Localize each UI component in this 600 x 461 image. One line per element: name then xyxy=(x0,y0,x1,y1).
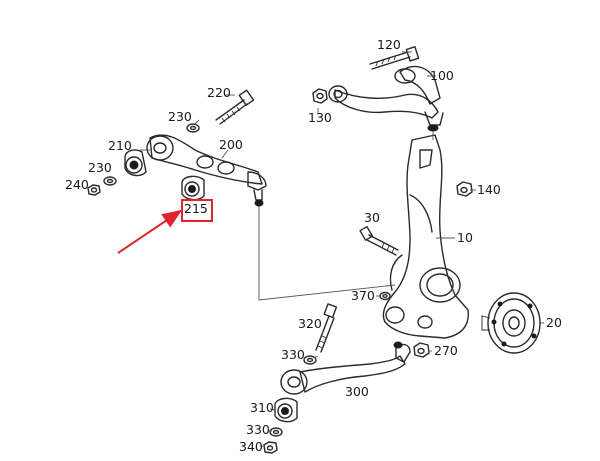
label-130: 130 xyxy=(308,110,332,125)
nut-240 xyxy=(87,184,101,196)
wheel-hub-20 xyxy=(481,292,541,354)
nut-140 xyxy=(456,181,473,197)
label-310: 310 xyxy=(250,400,274,415)
label-140: 140 xyxy=(477,182,501,197)
label-230-upper: 230 xyxy=(168,109,192,124)
lower-control-arm-200 xyxy=(146,134,267,207)
label-120: 120 xyxy=(377,37,401,52)
bolt-220 xyxy=(215,89,255,125)
nut-270 xyxy=(413,342,430,358)
highlight-arrow xyxy=(117,209,183,254)
label-20: 20 xyxy=(546,315,562,330)
washer-230-lower xyxy=(103,176,117,186)
highlight-annotation xyxy=(117,199,213,254)
label-230-lower: 230 xyxy=(88,160,112,175)
bushing-210 xyxy=(124,149,147,177)
lower-control-arm-300 xyxy=(280,341,411,395)
steering-knuckle-10 xyxy=(382,134,469,339)
label-270: 270 xyxy=(434,343,458,358)
label-300: 300 xyxy=(345,384,369,399)
label-220: 220 xyxy=(207,85,231,100)
bolt-30 xyxy=(359,225,399,256)
upper-control-arm-100 xyxy=(328,65,444,132)
label-10: 10 xyxy=(457,230,473,245)
label-30: 30 xyxy=(364,210,380,225)
washer-330-lower xyxy=(269,427,283,437)
bushing-310 xyxy=(274,397,298,423)
label-330-upper: 330 xyxy=(281,347,305,362)
label-215: 215 xyxy=(184,201,208,216)
label-100: 100 xyxy=(430,68,454,83)
bolt-120 xyxy=(369,46,420,70)
leader-lines xyxy=(140,51,544,447)
label-210: 210 xyxy=(108,138,132,153)
label-370: 370 xyxy=(351,288,375,303)
washer-370 xyxy=(379,291,391,301)
nut-340 xyxy=(263,441,278,454)
label-340: 340 xyxy=(239,439,263,454)
label-320: 320 xyxy=(298,316,322,331)
label-330-lower: 330 xyxy=(246,422,270,437)
label-240: 240 xyxy=(65,177,89,192)
part-labels: 10 20 30 100 120 130 140 200 210 215 220… xyxy=(65,37,562,454)
washer-330-upper xyxy=(303,355,317,365)
bushing-215 xyxy=(181,175,205,201)
nut-130 xyxy=(312,88,328,104)
label-200: 200 xyxy=(219,137,243,152)
washer-230-upper xyxy=(186,123,200,133)
bolt-320 xyxy=(315,303,338,353)
